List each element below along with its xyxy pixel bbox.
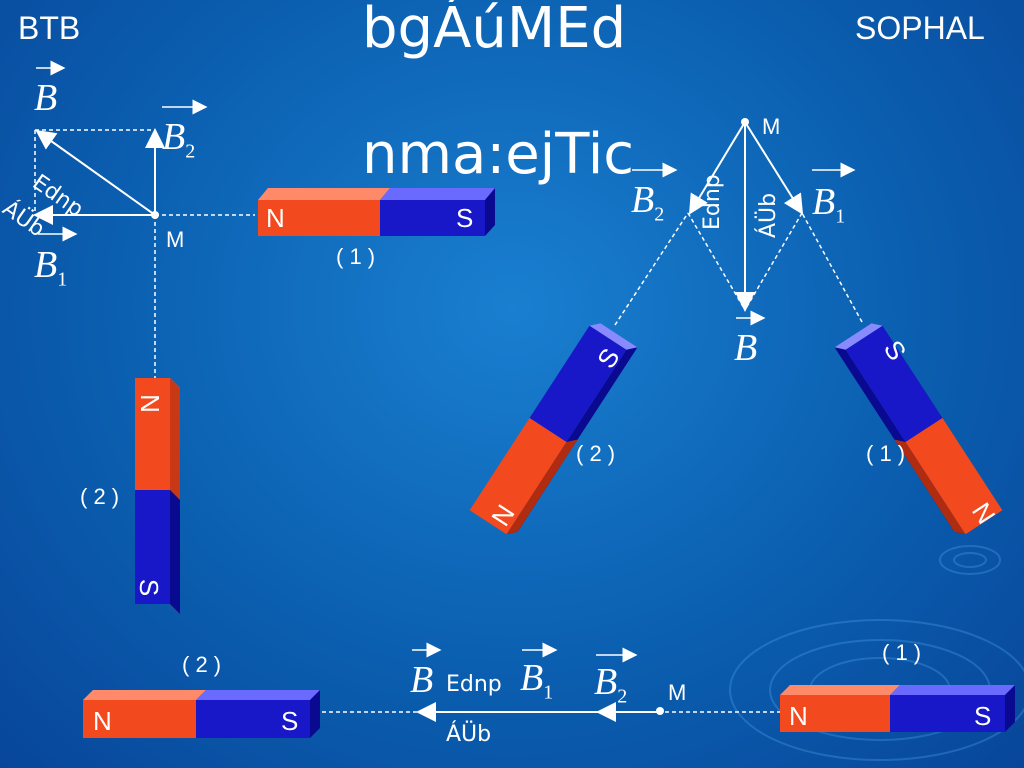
direction-word: Ednp [700, 174, 725, 230]
magnet-1-tilted [834, 323, 1003, 535]
vector-b2-label: B2 [631, 179, 665, 226]
magnet-2-label: ( 2 ) [182, 652, 222, 677]
point-m-dot [656, 707, 664, 715]
south-pole-label: S [281, 706, 299, 736]
title-line-1: bgÁúMEd [362, 0, 627, 61]
header-right: SOPHAL [855, 10, 985, 46]
vector-b1-label: B1 [34, 244, 68, 291]
magnet-2-label: ( 2 ) [80, 484, 120, 509]
point-m-label: M [762, 114, 781, 139]
vector-b1-label: B1 [520, 657, 554, 704]
direction-word-2: ÁÜb [446, 722, 492, 747]
magnet-1-top [258, 188, 495, 236]
magnet-1-label: ( 1 ) [882, 640, 922, 665]
north-pole-label: N [134, 394, 165, 413]
vector-b-label: B [410, 659, 434, 701]
magnet-2-bottom [83, 690, 320, 738]
header-left: BTB [18, 10, 81, 46]
north-pole-label: N [93, 706, 112, 736]
north-pole-label: N [266, 203, 285, 233]
diagram-top-right [614, 118, 863, 326]
vector-b-label: B [34, 77, 58, 119]
vector-b1-label: B1 [812, 181, 846, 228]
direction-word: Ednp [446, 672, 502, 697]
point-m-label: M [668, 680, 687, 705]
magnet-1-label: ( 1 ) [866, 441, 906, 466]
diagram-top-left [33, 60, 255, 378]
magnet-2-label: ( 2 ) [576, 441, 616, 466]
diagram-bottom [322, 642, 780, 722]
south-pole-label: S [974, 701, 992, 731]
vector-b-label: B [734, 327, 758, 369]
point-m-dot [151, 211, 159, 219]
vector-b2-label: B2 [162, 116, 196, 163]
south-pole-label: S [134, 578, 165, 597]
direction-word-2: ÁÜb [756, 192, 781, 238]
magnet-1-bottom [780, 685, 1015, 732]
point-m-label: M [166, 227, 185, 252]
north-pole-label: N [789, 701, 808, 731]
south-pole-label: S [456, 203, 474, 233]
point-m-dot [741, 118, 749, 126]
title-line-2: nma:ejTic [362, 122, 635, 187]
magnet-2-left [135, 378, 180, 614]
magnet-1-label: ( 1 ) [336, 244, 376, 269]
vector-b2-label: B2 [594, 661, 628, 708]
magnet-2-tilted [469, 323, 638, 535]
